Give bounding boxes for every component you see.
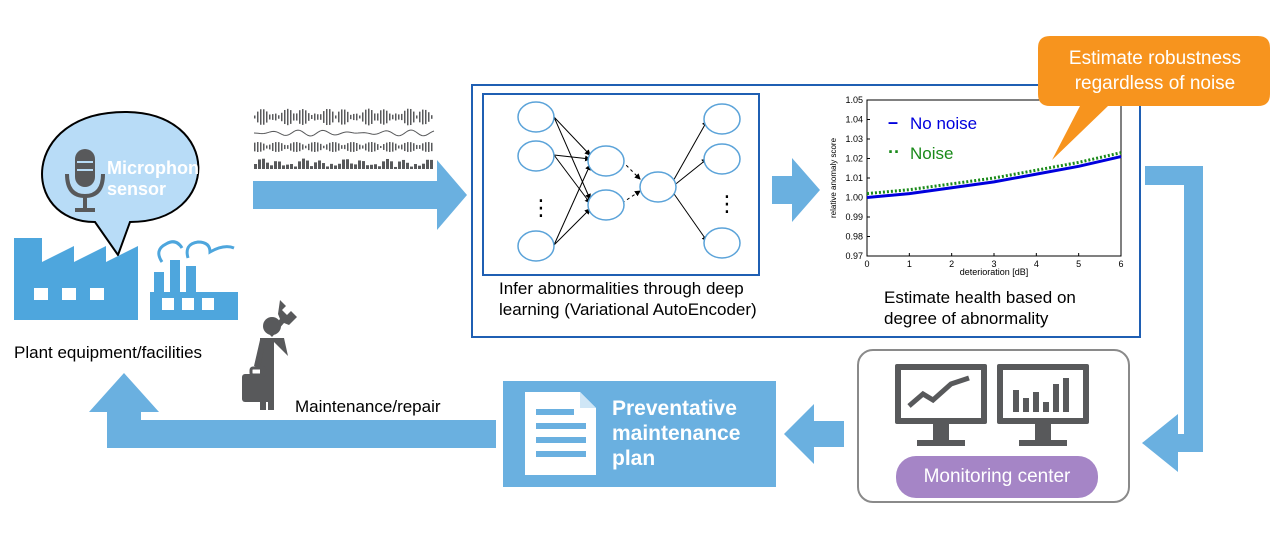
y-tick-label: 0.98	[845, 232, 863, 242]
x-tick-label: 3	[991, 259, 996, 269]
input-node	[517, 101, 555, 133]
latent-node	[639, 171, 677, 203]
y-axis-label: relative anomaly score	[829, 137, 838, 218]
arrow-down-left	[1142, 166, 1203, 472]
x-tick-label: 1	[907, 259, 912, 269]
y-tick-label: 1.05	[845, 95, 863, 105]
bar-chart-monitor-icon	[997, 364, 1089, 446]
output-node	[703, 227, 741, 259]
y-tick-label: 1.03	[845, 134, 863, 144]
legend-no-noise: No noise	[910, 114, 977, 133]
microphone-sensor-label: Microphone sensor	[107, 158, 209, 199]
series-line-no-noise	[866, 155, 1122, 199]
arrow-left-up	[89, 373, 496, 448]
y-tick-label: 1.01	[845, 173, 863, 183]
output-node	[703, 143, 741, 175]
factory-icon	[14, 238, 238, 320]
input-node	[517, 230, 555, 262]
y-tick-label: 0.97	[845, 251, 863, 261]
callout-text: Estimate robustness regardless of noise	[1068, 48, 1242, 94]
maintenance-plan-label: Preventative maintenance plan	[612, 397, 741, 470]
x-axis-label: deterioration [dB]	[960, 267, 1029, 277]
x-tick-label: 0	[864, 259, 869, 269]
x-tick-label: 4	[1034, 259, 1039, 269]
maintenance-worker-icon	[242, 300, 297, 410]
input-node	[517, 140, 555, 172]
estimate-label: Estimate health based on degree of abnor…	[884, 288, 1076, 328]
nodes-ellipsis-left: ⋮	[530, 195, 552, 220]
arrow-left-1	[784, 404, 844, 464]
arrow-right-2	[772, 158, 820, 222]
plant-label: Plant equipment/facilities	[14, 343, 203, 362]
y-tick-label: 1.02	[845, 154, 863, 164]
neural-network-diagram	[517, 101, 741, 262]
y-tick-label: 1.04	[845, 115, 863, 125]
sound-waveform-icon	[253, 108, 435, 169]
legend-mark-no-noise: –	[888, 112, 898, 132]
arrow-right-1	[253, 160, 467, 230]
nodes-ellipsis-right: ⋮	[716, 191, 738, 216]
line-chart-monitor-icon	[895, 364, 987, 446]
y-tick-label: 0.99	[845, 212, 863, 222]
neural-network-panel	[482, 93, 760, 276]
maintenance-label: Maintenance/repair	[295, 397, 441, 416]
inference-label: Infer abnormalities through deep learnin…	[499, 279, 757, 319]
legend-noise: Noise	[910, 144, 953, 163]
output-node	[703, 103, 741, 135]
legend-mark-noise: ··	[888, 142, 900, 162]
monitoring-center-label: Monitoring center	[896, 456, 1098, 498]
encoder-node	[587, 145, 625, 177]
microphone-icon	[65, 149, 105, 212]
y-tick-label: 1.00	[845, 193, 863, 203]
x-tick-label: 2	[949, 259, 954, 269]
x-tick-label: 5	[1076, 259, 1081, 269]
x-tick-label: 6	[1118, 259, 1123, 269]
analysis-frame	[471, 84, 1141, 338]
encoder-node	[587, 189, 625, 221]
document-icon	[525, 392, 596, 475]
